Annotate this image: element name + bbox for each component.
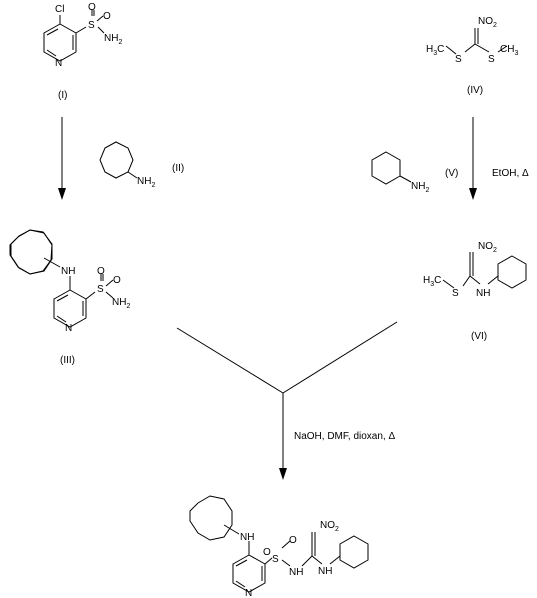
atom-nh2: NH2 — [104, 33, 122, 46]
atom-c: C — [434, 275, 441, 286]
atom-no: NO — [478, 16, 493, 27]
atom-o: O — [88, 2, 96, 13]
subscript-2: 2 — [493, 247, 497, 254]
atom-nh: NH — [318, 566, 332, 577]
compound-ii-structure: NH2 — [99, 141, 155, 189]
atom-s: S — [88, 20, 95, 31]
atom-nh: NH — [240, 532, 254, 543]
atom-nh: NH — [61, 266, 75, 277]
label-compound-i: (I) — [58, 90, 67, 101]
atom-nh: NH — [137, 176, 151, 187]
atom-s: S — [97, 284, 104, 295]
atom-s: S — [272, 554, 279, 565]
label-compound-vi: (VI) — [471, 331, 487, 342]
atom-c: C — [500, 44, 507, 55]
subscript-2: 2 — [493, 22, 497, 29]
condition-naoh-dmf-dioxan-heat: NaOH, DMF, dioxan, Δ — [294, 431, 395, 442]
subscript-2: 2 — [118, 39, 122, 46]
atom-ch3: H3C — [426, 44, 444, 57]
atom-n-pyridine: N — [65, 323, 72, 334]
subscript-2: 2 — [335, 526, 339, 533]
atom-nh: NH — [289, 567, 303, 578]
atom-nh2: NH2 — [411, 181, 429, 194]
arrow-i-to-iii — [58, 117, 66, 200]
atom-h3: H — [507, 44, 514, 55]
atom-nh: NH — [476, 288, 490, 299]
subscript-3: 3 — [514, 50, 518, 57]
atom-no2: NO2 — [478, 16, 497, 29]
atom-s: S — [455, 54, 462, 65]
label-compound-iii: (III) — [60, 355, 75, 366]
atom-nh: NH — [112, 297, 126, 308]
atom-n-pyridine: N — [245, 588, 252, 598]
atom-o: O — [103, 11, 111, 22]
compound-iii-structure: NH N S O O NH2 — [9, 229, 130, 334]
atom-o: O — [97, 266, 105, 277]
compound-vi-structure: H3C S NH NO2 — [423, 241, 527, 299]
atom-o: O — [263, 547, 271, 558]
atom-s: S — [452, 288, 459, 299]
atom-s: S — [488, 54, 495, 65]
atom-o: O — [113, 275, 121, 286]
condition-ethanol-heat: EtOH, Δ — [492, 168, 529, 179]
atom-n-pyridine: N — [55, 58, 62, 69]
subscript-3: 3 — [433, 50, 437, 57]
label-compound-iv: (IV) — [467, 85, 483, 96]
atom-no2: NO2 — [478, 241, 497, 254]
atom-ch3: H3C — [423, 275, 441, 288]
atom-nh: NH — [411, 181, 425, 192]
subscript-2: 2 — [151, 182, 155, 189]
atom-h3: H — [423, 275, 430, 286]
atom-nh: NH — [104, 33, 118, 44]
atom-o: O — [289, 535, 297, 546]
subscript-2: 2 — [126, 303, 130, 310]
atom-nh2: NH2 — [137, 176, 155, 189]
atom-ch3: CH3 — [500, 44, 518, 57]
product-structure: NH N S O O NH NH NO2 — [189, 495, 369, 598]
label-compound-ii: (II) — [172, 163, 184, 174]
convergence-arrow — [176, 321, 398, 480]
compound-iv-structure: H3C S S CH3 NO2 — [426, 16, 518, 65]
compound-v-structure: NH2 — [371, 151, 429, 194]
atom-no: NO — [320, 520, 335, 531]
compound-i-structure: Cl N S O O NH2 — [43, 2, 122, 69]
subscript-2: 2 — [425, 187, 429, 194]
subscript-3: 3 — [430, 281, 434, 288]
arrow-iv-to-vi — [469, 117, 477, 200]
label-compound-v: (V) — [445, 168, 458, 179]
atom-no2: NO2 — [320, 520, 339, 533]
atom-cl: Cl — [55, 4, 64, 15]
atom-c: C — [437, 44, 444, 55]
atom-no: NO — [478, 241, 493, 252]
atom-h3: H — [426, 44, 433, 55]
atom-nh2: NH2 — [112, 297, 130, 310]
